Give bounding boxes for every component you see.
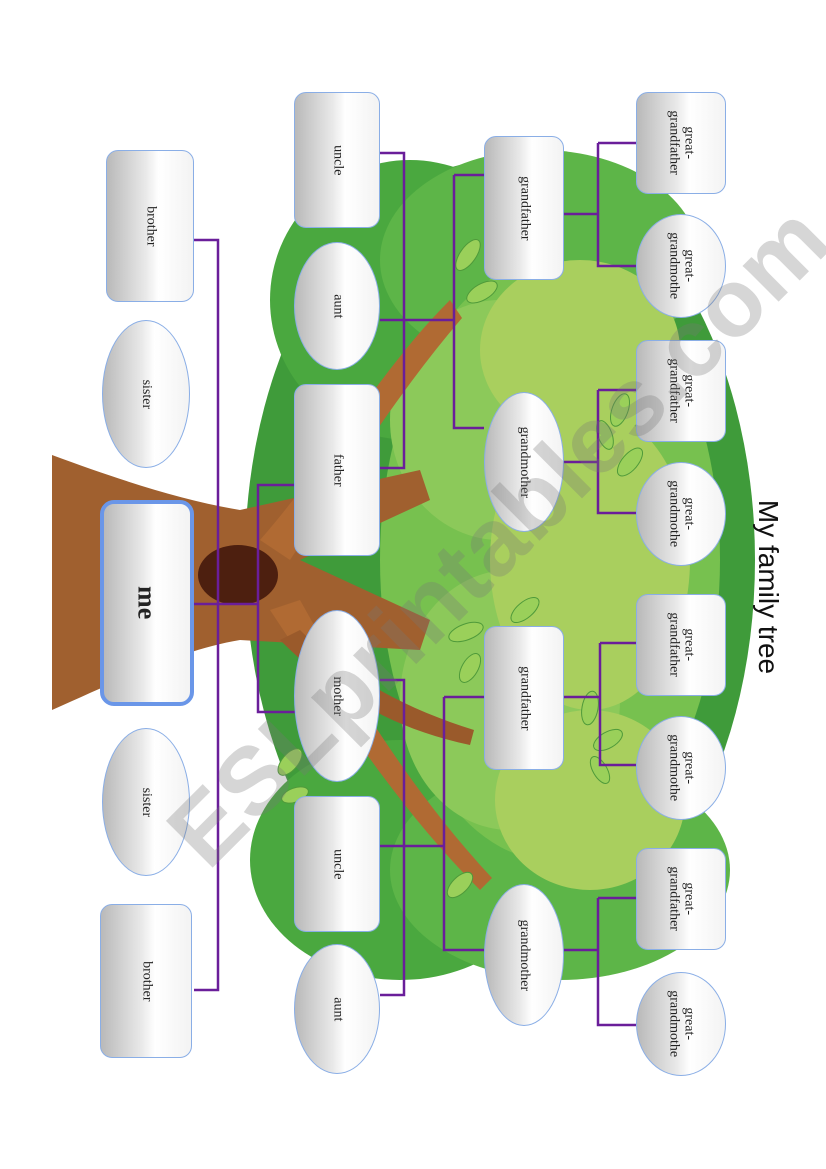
box-brother-bottom[interactable]: brother xyxy=(100,904,192,1058)
box-uncle-bottom[interactable]: uncle xyxy=(294,796,380,932)
label-uncle-top: uncle xyxy=(330,144,346,176)
label-aunt-bottom: aunt xyxy=(330,996,346,1022)
label-brother-top: brother xyxy=(143,205,159,247)
oval-sister-bottom[interactable]: sister xyxy=(102,728,190,876)
box-father[interactable]: father xyxy=(294,384,380,556)
label-grandfather-paternal: grandfather xyxy=(517,175,533,241)
oval-sister-top[interactable]: sister xyxy=(102,320,190,468)
page-title: My family tree xyxy=(753,499,784,675)
label-father: father xyxy=(330,453,346,487)
oval-great-grandmother-1[interactable]: great-grandmothe xyxy=(636,214,726,318)
label-great-grandfather-4: great-grandfather xyxy=(667,866,697,932)
label-great-grandfather-1: great-grandfather xyxy=(667,110,697,176)
oval-aunt-bottom[interactable]: aunt xyxy=(294,944,380,1074)
label-great-grandmother-3: great-grandmothe xyxy=(667,734,697,802)
connector-lines xyxy=(194,141,636,1027)
box-uncle-top[interactable]: uncle xyxy=(294,92,380,228)
label-great-grandfather-3: great-grandfather xyxy=(667,612,697,678)
box-grandfather-maternal[interactable]: grandfather xyxy=(484,626,564,770)
label-great-grandmother-4: great-grandmothe xyxy=(667,990,697,1058)
label-grandfather-maternal: grandfather xyxy=(517,665,533,731)
oval-grandmother-maternal[interactable]: grandmother xyxy=(484,884,564,1026)
box-great-grandfather-3[interactable]: great-grandfather xyxy=(636,594,726,696)
box-grandfather-paternal[interactable]: grandfather xyxy=(484,136,564,280)
label-aunt-top: aunt xyxy=(330,293,346,319)
label-great-grandfather-2: great-grandfather xyxy=(667,358,697,424)
label-me: me xyxy=(132,586,162,620)
box-me[interactable]: me xyxy=(100,500,194,706)
oval-great-grandmother-3[interactable]: great-grandmothe xyxy=(636,716,726,820)
label-uncle-bottom: uncle xyxy=(330,848,346,880)
box-great-grandfather-1[interactable]: great-grandfather xyxy=(636,92,726,194)
label-great-grandmother-2: great-grandmothe xyxy=(667,480,697,548)
box-brother-top[interactable]: brother xyxy=(106,150,194,302)
label-sister-bottom: sister xyxy=(139,787,155,817)
box-great-grandfather-2[interactable]: great-grandfather xyxy=(636,340,726,442)
oval-grandmother-paternal[interactable]: grandmother xyxy=(484,392,564,532)
label-brother-bottom: brother xyxy=(139,960,155,1002)
oval-aunt-top[interactable]: aunt xyxy=(294,242,380,370)
label-great-grandmother-1: great-grandmothe xyxy=(667,232,697,300)
leaves xyxy=(277,239,644,899)
label-sister-top: sister xyxy=(139,379,155,409)
oval-mother[interactable]: mother xyxy=(294,610,380,782)
label-grandmother-maternal: grandmother xyxy=(517,919,533,991)
label-grandmother-paternal: grandmother xyxy=(517,426,533,498)
box-great-grandfather-4[interactable]: great-grandfather xyxy=(636,848,726,950)
oval-great-grandmother-4[interactable]: great-grandmothe xyxy=(636,972,726,1076)
oval-great-grandmother-2[interactable]: great-grandmothe xyxy=(636,462,726,566)
label-mother: mother xyxy=(330,676,346,716)
